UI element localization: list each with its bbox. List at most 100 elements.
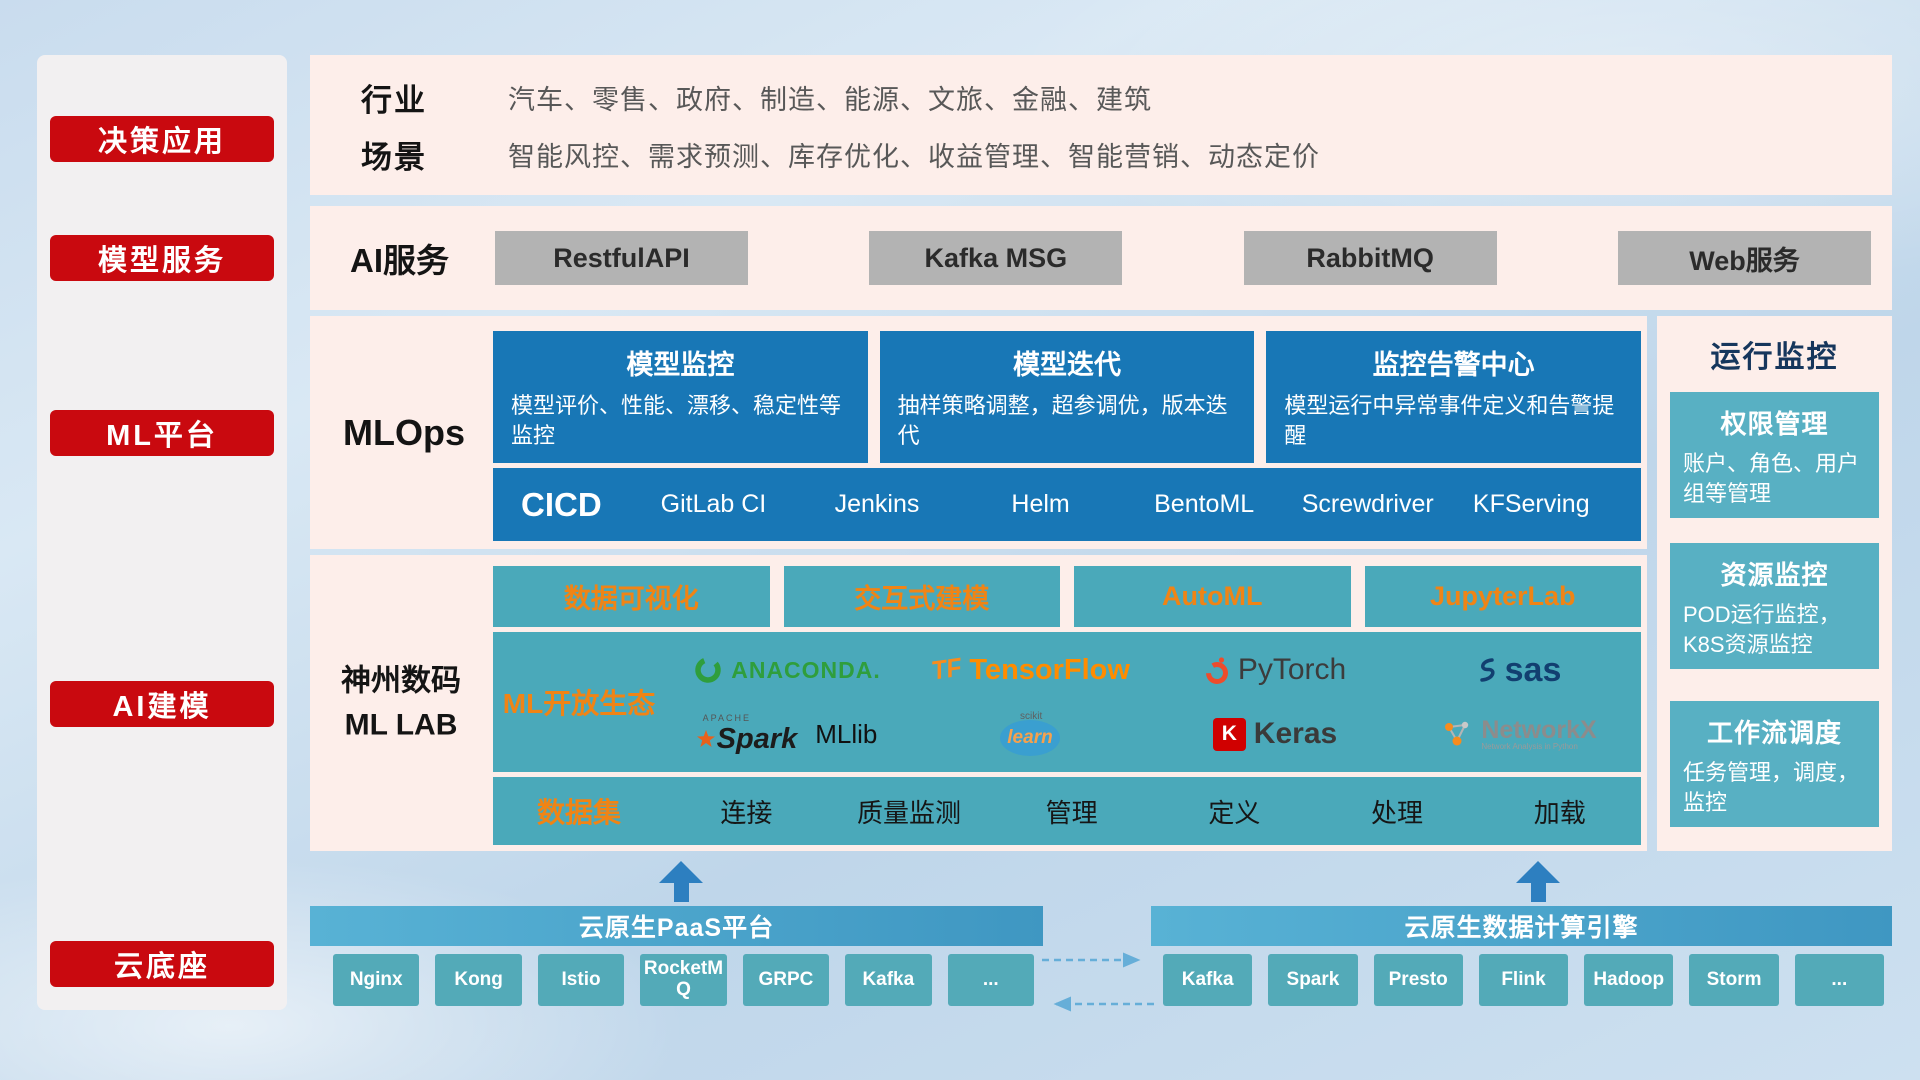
kong-chip: Kong: [435, 954, 522, 1006]
resource-monitoring-card: 资源监控 POD运行监控，K8S资源监控: [1670, 543, 1879, 670]
pytorch-icon: [1205, 657, 1228, 684]
anaconda-logo: ANACONDA.: [665, 638, 909, 702]
tensorflow-wordmark: TensorFlow: [969, 653, 1130, 686]
runtime-monitoring-title: 运行监控: [1710, 341, 1839, 374]
keras-wordmark: Keras: [1253, 717, 1338, 750]
card-desc: 账户、角色、用户组等管理: [1683, 451, 1860, 506]
card-title: 工作流调度: [1706, 718, 1842, 748]
up-arrow-engine: [1516, 861, 1560, 903]
dataset-load: 加载: [1533, 797, 1586, 828]
mlops-panel: MLOps 模型监控 模型评价、性能、漂移、稳定性等监控 模型迭代 抽样策略调整…: [310, 316, 1647, 549]
anaconda-icon: [695, 657, 721, 683]
presto-chip: Presto: [1373, 954, 1463, 1006]
mlops-cards: 模型监控 模型评价、性能、漂移、稳定性等监控 模型迭代 抽样策略调整，超参调优，…: [493, 331, 1642, 463]
spark-star-icon: [696, 730, 715, 747]
flink-chip: Flink: [1478, 954, 1569, 1006]
jupyterlab-tool: JupyterLab: [1364, 566, 1641, 627]
ecosystem-label: ML开放生态: [502, 688, 656, 719]
ml-open-ecosystem: ML开放生态 ANACONDA. TF TensorFlow: [493, 632, 1641, 772]
keras-icon: K: [1212, 717, 1246, 751]
spark-chip: Spark: [1268, 954, 1358, 1006]
spark-row: Spark: [696, 723, 797, 756]
ml-lab-label-line2: ML LAB: [344, 708, 458, 741]
dataset-items: 连接 质量监测 管理 定义 处理 加载: [665, 793, 1641, 830]
more-chip: ...: [947, 954, 1034, 1006]
cicd-tools: GitLab CI Jenkins Helm BentoML Screwdriv…: [632, 490, 1613, 519]
arrow-head: [1516, 861, 1560, 883]
tensorflow-logo: TF TensorFlow: [909, 638, 1153, 702]
ml-lab-label: 神州数码 ML LAB: [318, 660, 484, 747]
card-desc: 任务管理，调度，监控: [1683, 760, 1860, 815]
card-desc: 抽样策略调整，超参调优，版本迭代: [897, 393, 1228, 448]
dashed-flow-arrows: [1042, 952, 1154, 1012]
rabbitmq-button: RabbitMQ: [1243, 231, 1497, 285]
networkx-icon: [1445, 721, 1469, 746]
gitlab-ci-item: GitLab CI: [660, 490, 767, 518]
sas-logo: sas: [1397, 638, 1641, 702]
kfserving-item: KFServing: [1472, 490, 1590, 518]
dataset-connect: 连接: [720, 797, 773, 828]
sas-icon: [1479, 658, 1495, 682]
ml-lab-label-line1: 神州数码: [341, 664, 461, 698]
model-monitoring-card: 模型监控 模型评价、性能、漂移、稳定性等监控: [493, 331, 868, 463]
permission-management-card: 权限管理 账户、角色、用户组等管理: [1670, 392, 1879, 519]
layer-ml-platform: ML平台: [50, 410, 274, 456]
model-iteration-card: 模型迭代 抽样策略调整，超参调优，版本迭代: [879, 331, 1255, 463]
arrow-head: [659, 861, 703, 883]
spark-mllib-logo: APACHE Spark MLlib: [665, 702, 909, 766]
kafka-msg-button: Kafka MSG: [869, 231, 1123, 285]
tensorflow-icon: TF: [932, 652, 962, 687]
interactive-modeling-tool: 交互式建模: [783, 566, 1060, 627]
anaconda-wordmark: ANACONDA.: [731, 656, 881, 683]
ai-service-label: AI服务: [350, 242, 449, 279]
spark-wordmark-group: APACHE Spark: [696, 713, 797, 756]
arrow-stem: [673, 883, 689, 902]
dataset-bar: 数据集 连接 质量监测 管理 定义 处理 加载: [493, 777, 1641, 845]
paas-components: Nginx Kong Istio RocketMQ GRPC Kafka ...: [333, 954, 1034, 1006]
ecosystem-logos: ANACONDA. TF TensorFlow PyTorch: [665, 638, 1641, 766]
cicd-bar: CICD GitLab CI Jenkins Helm BentoML Scre…: [493, 468, 1641, 541]
layer-model-service: 模型服务: [50, 235, 274, 281]
scene-label: 场景: [361, 139, 427, 175]
restful-api-button: RestfulAPI: [495, 231, 748, 285]
screwdriver-item: Screwdriver: [1301, 490, 1434, 518]
dataset-quality: 质量监测: [857, 797, 962, 828]
grpc-chip: GRPC: [742, 954, 830, 1006]
layer-cloud-base: 云底座: [50, 941, 274, 987]
scikit-learn-logo: scikit learn: [909, 702, 1153, 766]
sas-wordmark: sas: [1504, 650, 1562, 689]
scikit-learn-mark: scikit learn: [998, 711, 1064, 757]
applications-panel: 行业 汽车、零售、政府、制造、能源、文旅、金融、建筑 场景 智能风控、需求预测、…: [310, 55, 1892, 195]
scikit-label: scikit: [1020, 711, 1043, 722]
automl-tool: AutoML: [1074, 566, 1351, 627]
scene-row: 场景 智能风控、需求预测、库存优化、收益管理、智能营销、动态定价: [361, 132, 1872, 176]
card-title: 资源监控: [1720, 560, 1829, 590]
learn-label: learn: [1007, 727, 1053, 748]
networkx-logo: NetworkX Network Analysis in Python: [1397, 702, 1641, 766]
layer-decision-apps: 决策应用: [50, 116, 274, 162]
dataset-label: 数据集: [536, 797, 621, 828]
kafka-engine-chip: Kafka: [1163, 954, 1253, 1006]
mlops-label: MLOps: [343, 412, 465, 453]
ai-service-buttons: RestfulAPI Kafka MSG RabbitMQ Web服务: [495, 231, 1871, 285]
engine-components: Kafka Spark Presto Flink Hadoop Storm ..…: [1163, 954, 1884, 1006]
up-arrow-paas: [659, 861, 703, 903]
paas-header: 云原生PaaS平台: [310, 906, 1043, 946]
dataset-manage: 管理: [1045, 797, 1098, 828]
industry-label: 行业: [361, 82, 427, 118]
ai-service-panel: AI服务 RestfulAPI Kafka MSG RabbitMQ Web服务: [310, 206, 1892, 310]
cicd-label: CICD: [521, 485, 602, 523]
engine-header: 云原生数据计算引擎: [1151, 906, 1892, 946]
industry-row: 行业 汽车、零售、政府、制造、能源、文旅、金融、建筑: [361, 75, 1872, 119]
web-service-button: Web服务: [1617, 231, 1871, 285]
keras-logo: K Keras: [1153, 702, 1397, 766]
ml-lab-panel: 神州数码 ML LAB 数据可视化 交互式建模 AutoML JupyterLa…: [310, 555, 1647, 851]
pytorch-wordmark: PyTorch: [1237, 653, 1347, 686]
layer-ai-modeling: AI建模: [50, 681, 274, 727]
scikit-learn-blob: learn: [1000, 720, 1060, 756]
scene-values: 智能风控、需求预测、库存优化、收益管理、智能营销、动态定价: [508, 141, 1320, 172]
storm-chip: Storm: [1689, 954, 1779, 1006]
nginx-chip: Nginx: [333, 954, 420, 1006]
runtime-monitoring-panel: 运行监控 权限管理 账户、角色、用户组等管理 资源监控 POD运行监控，K8S资…: [1657, 316, 1892, 851]
